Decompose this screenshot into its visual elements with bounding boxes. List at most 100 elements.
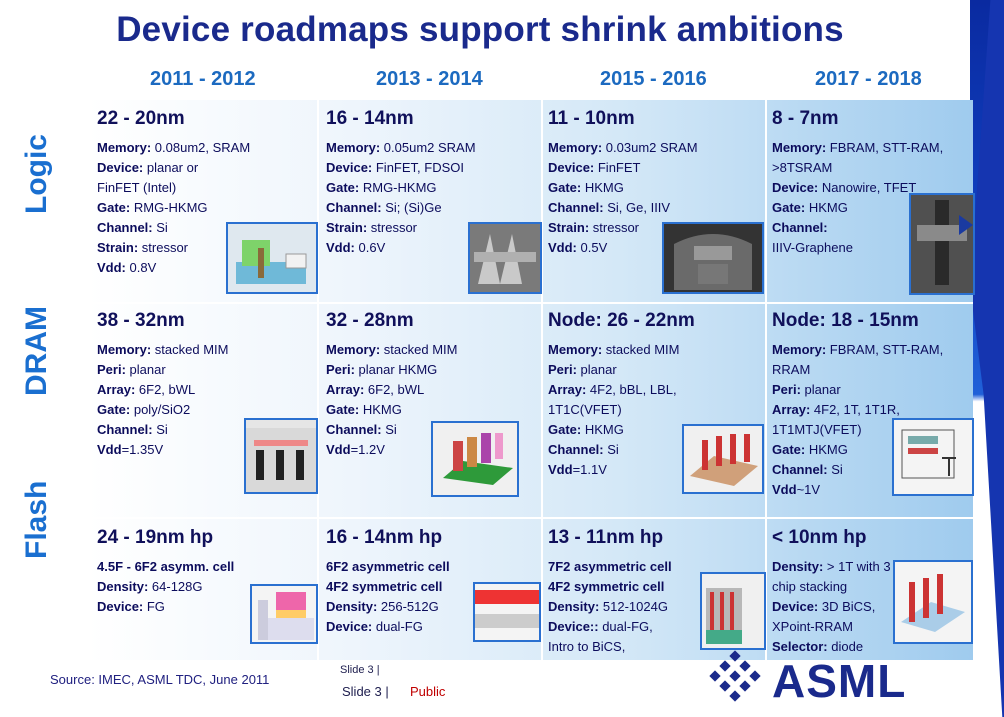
spec-value: chip stacking xyxy=(772,579,848,594)
node-label: 11 - 10nm xyxy=(548,108,635,129)
spec-value: 1T1MTJ(VFET) xyxy=(772,422,862,437)
spec-key: 4F2 symmetric cell xyxy=(326,579,443,594)
spec-key: Memory: xyxy=(772,342,827,357)
spec-key: Device: xyxy=(97,160,144,175)
spec-value: dual-FG, xyxy=(598,619,653,634)
spec-value: stacked MIM xyxy=(151,342,229,357)
nanowire-tem-image xyxy=(909,193,975,295)
spec-line: Gate: poly/SiO2 xyxy=(97,400,228,420)
spec-key: Vdd xyxy=(326,442,351,457)
spec-value: Si xyxy=(152,220,168,235)
spec-key: Strain: xyxy=(97,240,139,255)
spec-key: Memory: xyxy=(97,342,152,357)
spec-line: >8TSRAM xyxy=(772,158,943,178)
spec-value: 1T1C(VFET) xyxy=(548,402,622,417)
node-label: 22 - 20nm xyxy=(97,108,185,129)
spec-line: FinFET (Intel) xyxy=(97,178,250,198)
spec-key: Density: xyxy=(772,559,824,574)
spec-key: Vdd: xyxy=(548,240,577,255)
spec-line: Device: dual-FG xyxy=(326,617,450,637)
spec-key: Vdd: xyxy=(326,240,355,255)
spec-line: Peri: planar xyxy=(97,360,228,380)
spec-line: Gate: HKMG xyxy=(772,198,943,218)
planar-finfet-image xyxy=(226,222,318,294)
spec-line: Memory: FBRAM, STT-RAM, xyxy=(772,138,943,158)
spec-line: Vdd=1.35V xyxy=(97,440,228,460)
spec-line: Vdd: 0.5V xyxy=(548,238,698,258)
spec-line: Memory: stacked MIM xyxy=(548,340,695,360)
spec-key: Gate: xyxy=(326,180,360,195)
spec-value: planar xyxy=(125,362,166,377)
spec-key: Gate: xyxy=(97,402,131,417)
spec-value: RRAM xyxy=(772,362,811,377)
spec-key: Gate: xyxy=(772,442,806,457)
spec-line: Channel: xyxy=(772,218,943,238)
spec-line: chip stacking xyxy=(772,577,891,597)
spec-key: Channel: xyxy=(326,200,382,215)
spec-key: Device: xyxy=(548,160,595,175)
spec-key: Memory: xyxy=(548,140,603,155)
spec-line: Device: FinFET, FDSOI xyxy=(326,158,476,178)
spec-line: Device: Nanowire, TFET xyxy=(772,178,943,198)
spec-line: Vdd=1.2V xyxy=(326,440,457,460)
spec-line: Gate: HKMG xyxy=(548,178,698,198)
dram-vfet-array-image xyxy=(682,424,764,494)
spec-key: Memory: xyxy=(97,140,152,155)
spec-line: Device: planar or xyxy=(97,158,250,178)
spec-value: 0.05um2 SRAM xyxy=(380,140,476,155)
spec-key: Device: xyxy=(772,599,819,614)
spec-key: Memory: xyxy=(772,140,827,155)
spec-line: Density: 512-1024G xyxy=(548,597,672,617)
spec-key: Gate: xyxy=(772,200,806,215)
spec-value: HKMG xyxy=(359,402,402,417)
row-divider xyxy=(88,302,973,304)
spec-value: FinFET (Intel) xyxy=(97,180,177,195)
spec-line: Vdd: 0.8V xyxy=(97,258,250,278)
spec-line: Array: 6F2, bWL xyxy=(326,380,457,400)
spec-key: Gate: xyxy=(97,200,131,215)
spec-key: Channel: xyxy=(548,200,604,215)
spec-line: Strain: stressor xyxy=(548,218,698,238)
spec-value: FinFET xyxy=(594,160,641,175)
spec-key: 4F2 symmetric cell xyxy=(548,579,665,594)
spec-value: planar or xyxy=(143,160,199,175)
xpoint-rram-image xyxy=(893,560,973,644)
slide-title: Device roadmaps support shrink ambitions xyxy=(116,10,844,49)
spec-value: FBRAM, STT-RAM, xyxy=(826,342,944,357)
spec-line: Gate: HKMG xyxy=(326,400,457,420)
spec-value: 0.03um2 SRAM xyxy=(602,140,698,155)
spec-line: Channel: Si xyxy=(97,218,250,238)
spec-line: Strain: stressor xyxy=(97,238,250,258)
spec-key: Strain: xyxy=(548,220,590,235)
node-label: 38 - 32nm xyxy=(97,310,185,331)
spec-key: Selector: xyxy=(772,639,828,654)
spec-value: Nanowire, TFET xyxy=(818,180,917,195)
spec-line: Vdd~1V xyxy=(772,480,943,500)
spec-value: =1.35V xyxy=(121,442,164,457)
spec-value: planar xyxy=(576,362,617,377)
spec-value: Si xyxy=(603,442,619,457)
spec-key: Gate: xyxy=(548,180,582,195)
spec-value: diode xyxy=(827,639,864,654)
spec-line: Intro to BiCS, xyxy=(548,637,672,657)
spec-value: RMG-HKMG xyxy=(130,200,208,215)
spec-value: dual-FG xyxy=(372,619,423,634)
spec-value: stacked MIM xyxy=(380,342,458,357)
spec-line: Peri: planar xyxy=(772,380,943,400)
spec-line: 1T1C(VFET) xyxy=(548,400,695,420)
spec-value: 6F2, bWL xyxy=(135,382,196,397)
node-label: < 10nm hp xyxy=(772,527,867,548)
spec-value: RMG-HKMG xyxy=(359,180,437,195)
spec-key: Vdd xyxy=(772,482,797,497)
column-divider xyxy=(765,100,767,660)
spec-line: Peri: planar xyxy=(548,360,695,380)
spec-line: Gate: RMG-HKMG xyxy=(326,178,476,198)
spec-line: Memory: FBRAM, STT-RAM, xyxy=(772,340,943,360)
spec-line: Array: 4F2, 1T, 1T1R, xyxy=(772,400,943,420)
